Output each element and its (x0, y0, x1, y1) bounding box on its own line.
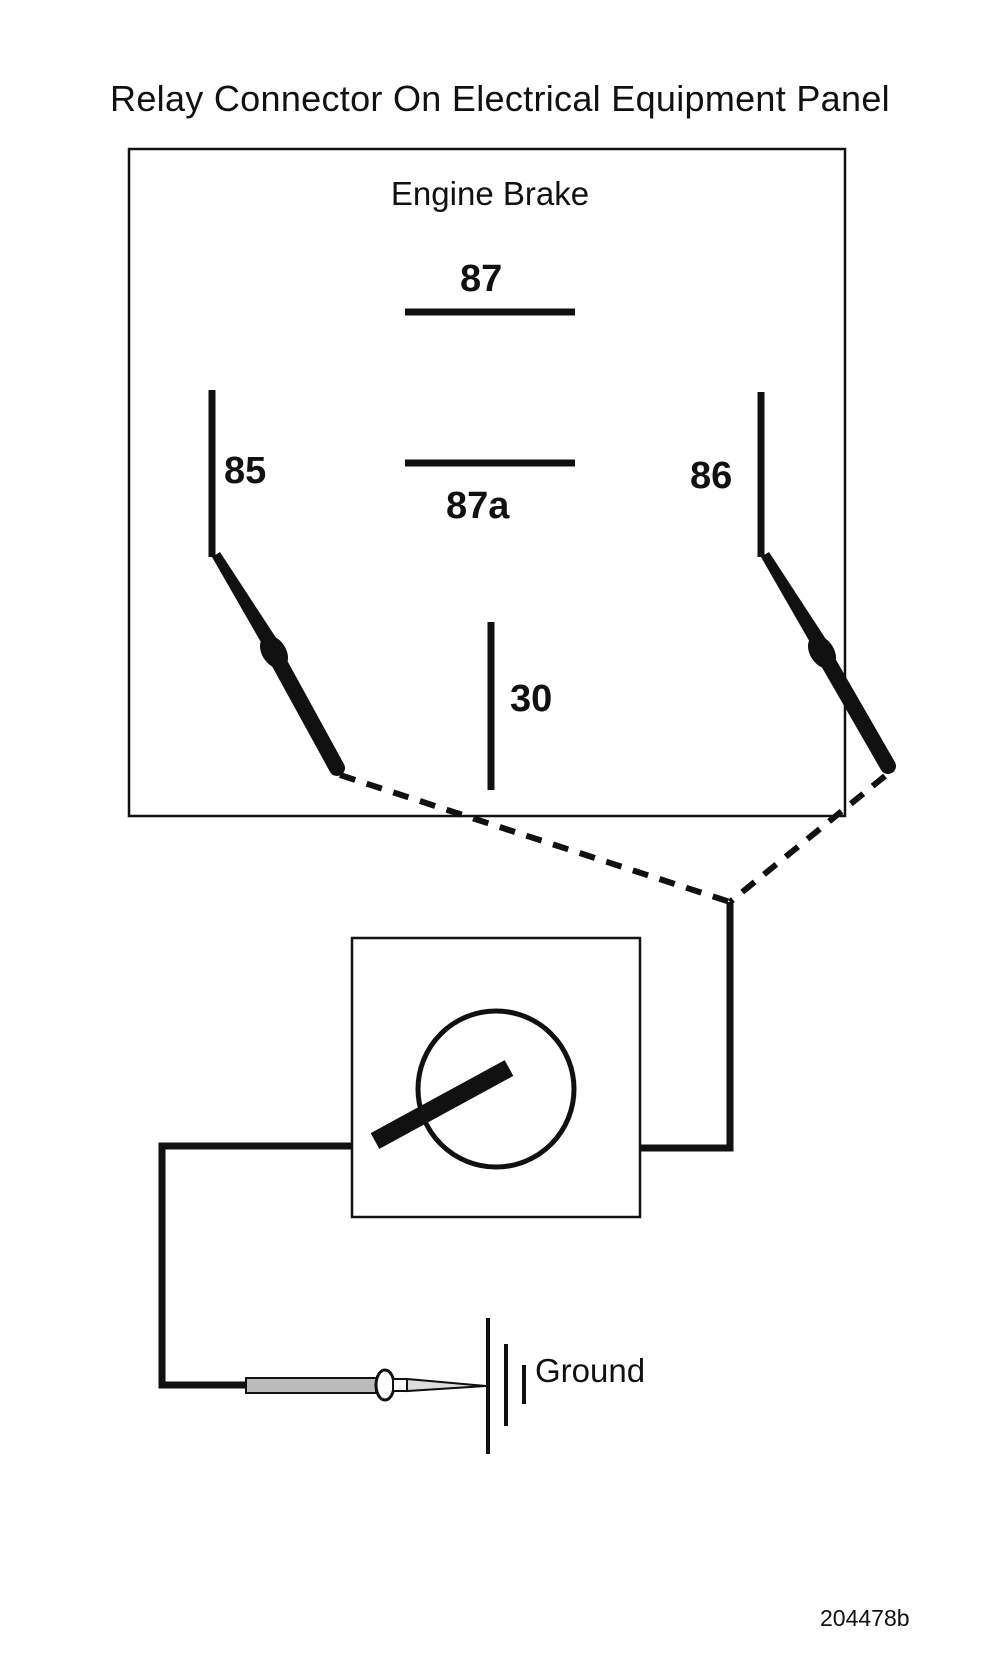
terminal-86-label: 86 (690, 455, 733, 497)
relay-panel (127, 147, 847, 818)
probe-terminal-86 (761, 552, 896, 774)
ground-label: Ground (535, 1352, 646, 1389)
dashed-lead-86 (728, 773, 887, 905)
meter-dial (415, 1008, 577, 1170)
ground-symbol (486, 1318, 526, 1454)
terminal-87-label: 87 (460, 258, 503, 300)
meter-lead-right (641, 902, 734, 1152)
figure-id: 204478b (820, 1605, 910, 1631)
panel-label: Engine Brake (390, 175, 590, 212)
meter-needle-upper (370, 1060, 514, 1149)
meter-lead-left (158, 1142, 352, 1389)
terminal-30-label: 30 (510, 678, 553, 720)
terminal-87a-label: 87a (446, 485, 510, 527)
diagram-title: Relay Connector On Electrical Equipment … (110, 78, 890, 119)
terminal-85-label: 85 (224, 450, 267, 492)
ground-probe (245, 1368, 487, 1402)
probe-terminal-85 (212, 552, 345, 776)
dashed-lead-85 (339, 772, 731, 905)
